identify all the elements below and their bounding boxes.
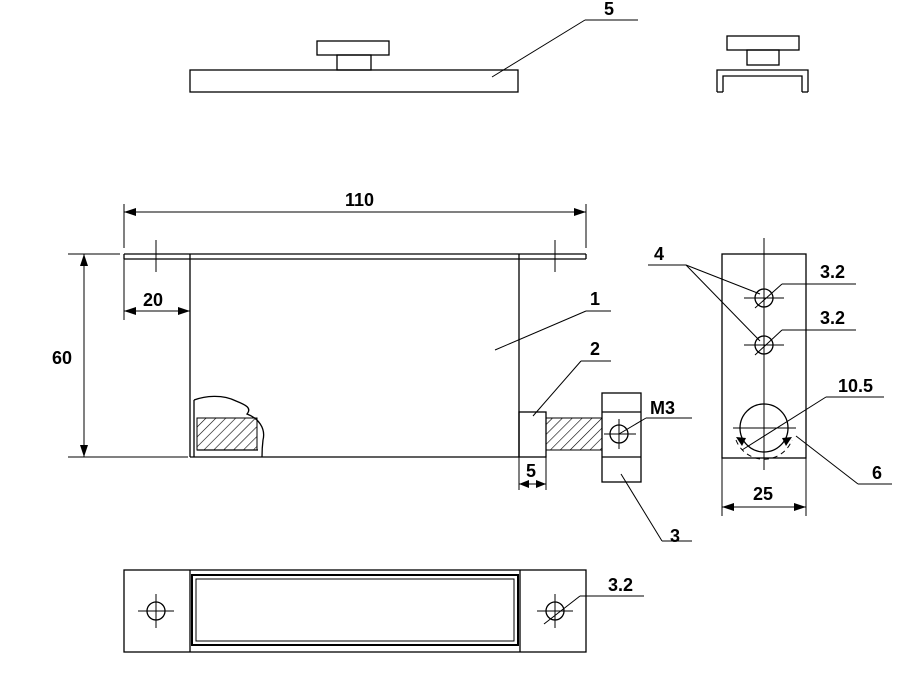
callout-5: 5 bbox=[604, 0, 614, 19]
dim-side-width: 25 bbox=[753, 484, 773, 504]
dim-height: 60 bbox=[52, 348, 72, 368]
dim-bottom-hole: 3.2 bbox=[608, 575, 633, 595]
dim-flange-width: 20 bbox=[143, 290, 163, 310]
callout-6: 6 bbox=[872, 463, 882, 483]
callout-2: 2 bbox=[590, 339, 600, 359]
side-view: 3.2 3.2 10.5 4 6 25 bbox=[648, 238, 892, 516]
callout-4: 4 bbox=[654, 244, 664, 264]
dim-thread: M3 bbox=[650, 398, 675, 418]
dim-screw-offset: 5 bbox=[526, 461, 536, 481]
dim-overall-length: 110 bbox=[345, 190, 374, 210]
front-view: 110 60 20 5 M3 1 2 3 bbox=[52, 190, 692, 546]
callout-3: 3 bbox=[670, 526, 680, 546]
bottom-view: 3.2 bbox=[123, 569, 644, 653]
side-view-top bbox=[716, 35, 809, 93]
dim-large-hole: 10.5 bbox=[838, 376, 873, 396]
dim-side-hole-top: 3.2 bbox=[820, 262, 845, 282]
dim-side-hole-bottom: 3.2 bbox=[820, 308, 845, 328]
top-view: 5 bbox=[189, 0, 638, 93]
callout-1: 1 bbox=[590, 289, 600, 309]
